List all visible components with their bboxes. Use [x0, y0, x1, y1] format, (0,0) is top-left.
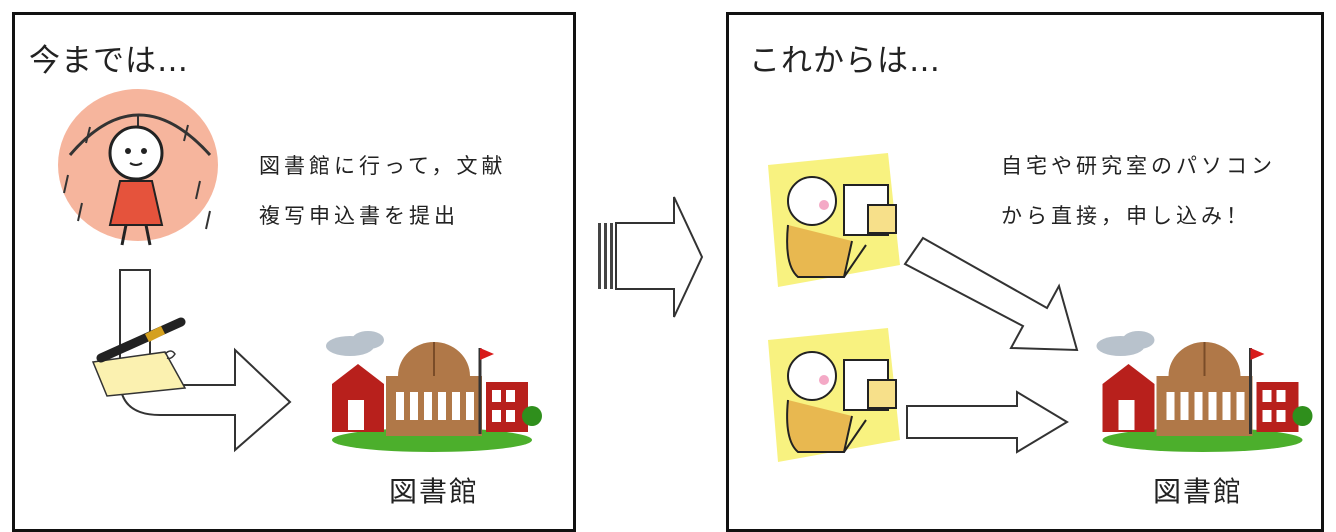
after-description-line1: 自宅や研究室のパソコン: [1001, 154, 1276, 178]
library-building-icon: [326, 331, 542, 452]
before-description-line1: 図書館に行って，文献: [259, 154, 507, 178]
after-library-label: 図書館: [1153, 475, 1244, 508]
after-heading: これからは…: [749, 43, 941, 79]
diagonal-arrow-icon: [903, 236, 1079, 352]
pen-and-paper-icon: [91, 317, 187, 397]
before-heading: 今までは…: [29, 43, 189, 79]
transition-arrow-icon: [598, 196, 704, 318]
girl-in-rain-icon: [58, 89, 218, 246]
person-at-computer-icon: [768, 328, 900, 462]
straight-arrow-icon: [906, 390, 1069, 454]
library-building-icon: [1096, 331, 1313, 452]
after-description-line2: から直接，申し込み！: [1001, 204, 1251, 228]
person-at-computer-icon: [768, 153, 900, 287]
before-panel: 今までは… 図書館に行って，文献 複写申込書を提出 図書館: [12, 12, 576, 532]
before-description-line2: 複写申込書を提出: [259, 204, 459, 228]
before-library-label: 図書館: [389, 475, 480, 508]
